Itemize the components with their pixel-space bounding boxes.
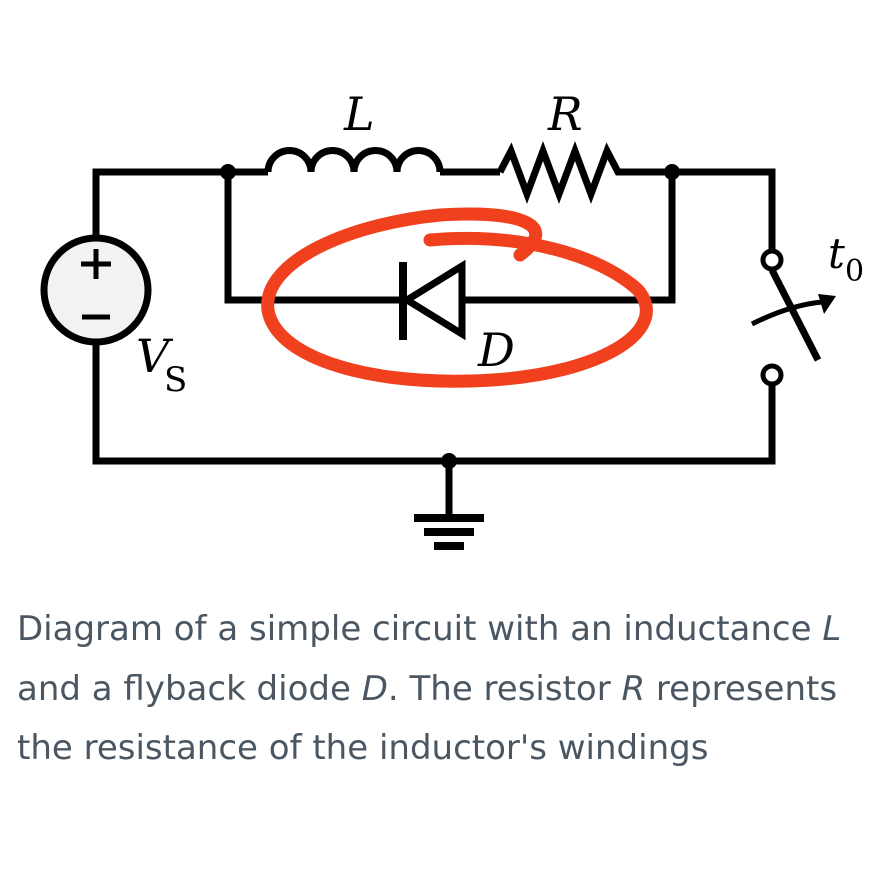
wire-diode-branch (224, 172, 676, 304)
junction-node-left (220, 164, 236, 180)
diode-label: D (477, 323, 515, 377)
circuit-wires (92, 168, 776, 518)
diode-symbol (399, 259, 466, 341)
figure-caption: Diagram of a simple circuit with an indu… (17, 600, 857, 779)
source-label: V (136, 329, 174, 383)
resistor-zigzag (496, 140, 628, 205)
inductor-label: L (343, 87, 375, 141)
junction-node-right (664, 164, 680, 180)
annotation-circle (261, 207, 653, 388)
voltage-source (40, 234, 152, 346)
switch-symbol (750, 248, 836, 387)
caption-text-1: Diagram of a simple circuit with an indu… (17, 609, 823, 649)
caption-symbol-R: R (621, 668, 646, 709)
switch-label-subscript: 0 (845, 254, 864, 289)
wire-left-bottom (92, 342, 776, 465)
caption-text-2: and a flyback diode (17, 668, 362, 709)
junction-node-ground (441, 453, 457, 469)
circuit-diagram: L R D V S t 0 (40, 87, 864, 550)
resistor-label: R (547, 87, 583, 141)
caption-text-4: represents the resistance of the inducto… (17, 668, 838, 769)
wire-right-top (672, 168, 776, 250)
source-label-subscript: S (164, 360, 187, 400)
wire-left-top (92, 168, 228, 238)
switch-label: t (828, 229, 845, 278)
caption-symbol-L: L (822, 609, 842, 649)
inductor-coil (264, 147, 444, 173)
ground-symbol (414, 514, 484, 550)
caption-symbol-D: D (361, 668, 388, 709)
caption-text-3: . The resistor (387, 668, 622, 709)
